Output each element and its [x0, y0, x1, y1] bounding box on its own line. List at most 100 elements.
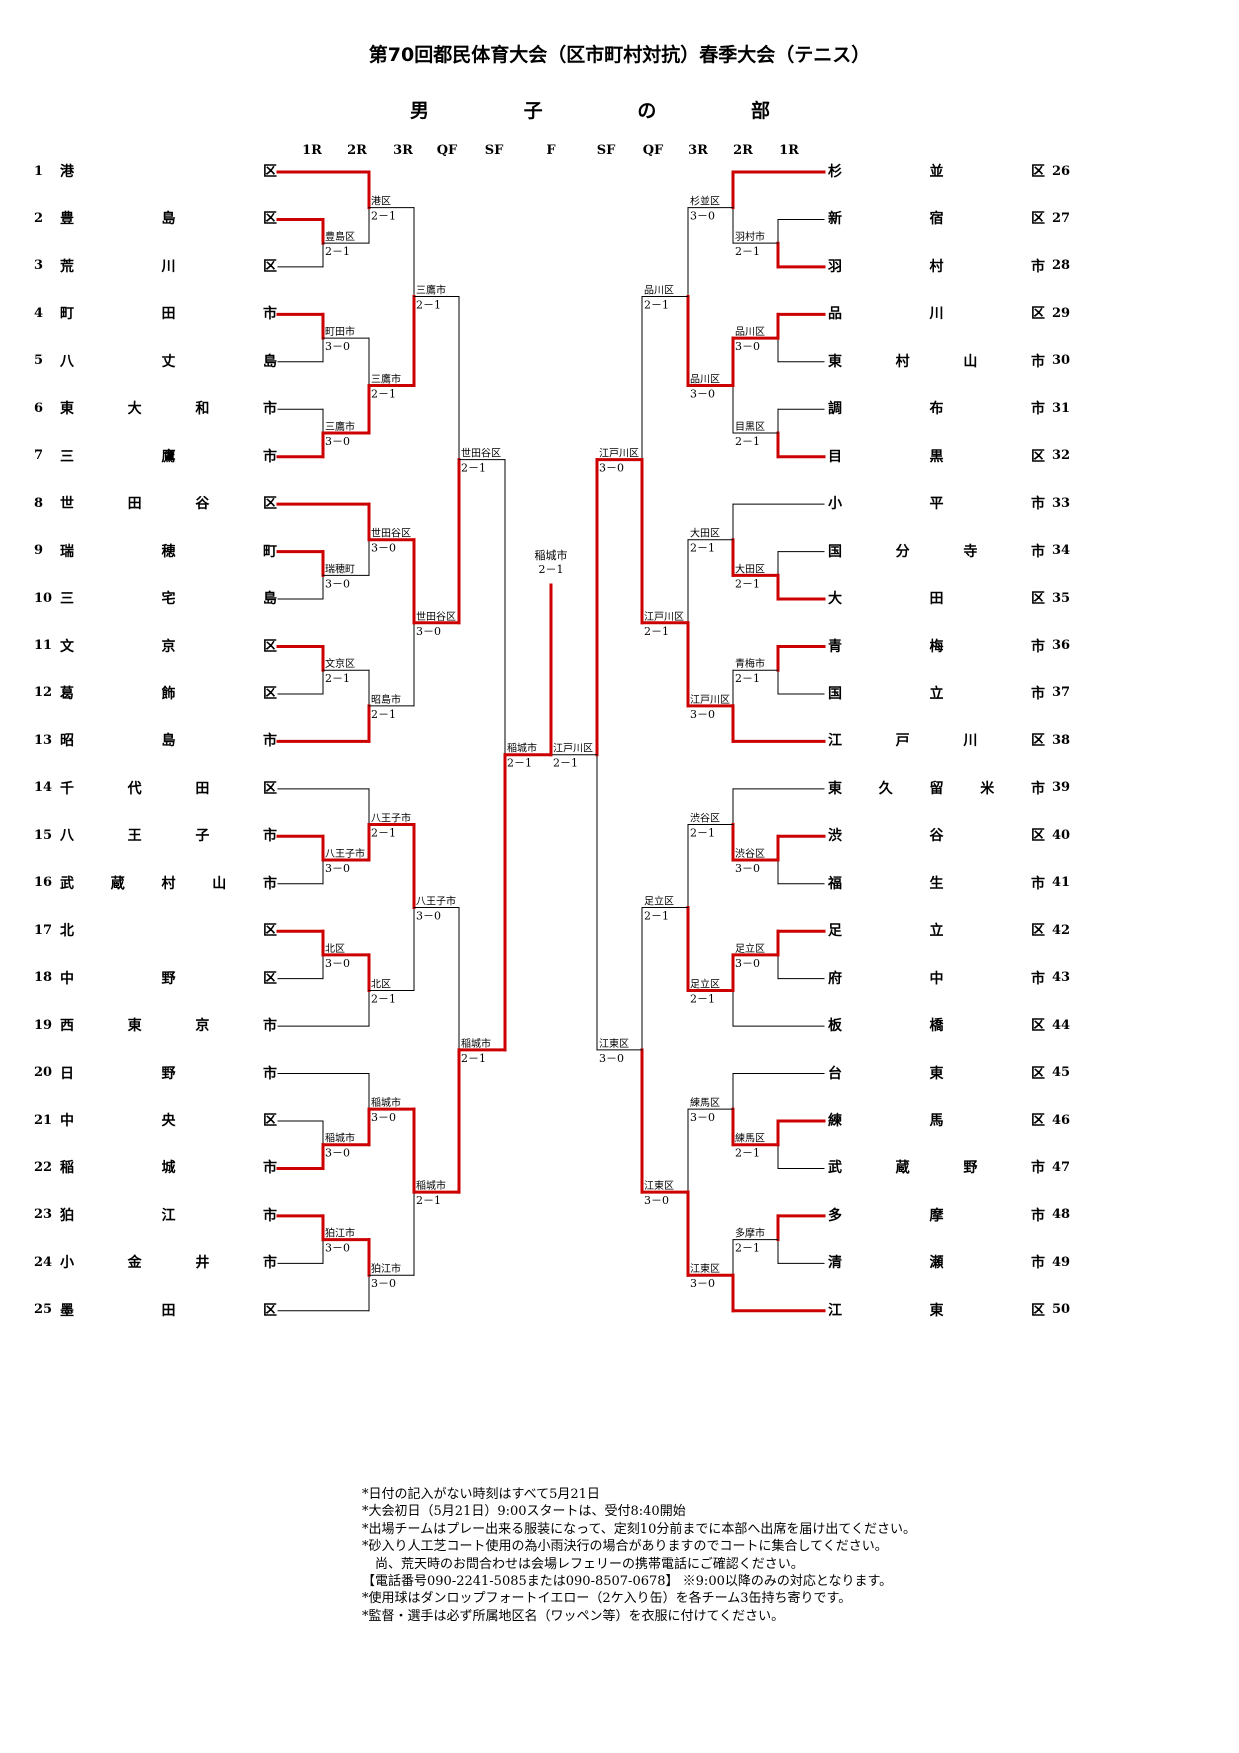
team-number: 30 [1052, 353, 1071, 369]
match-score: 2－1 [371, 993, 396, 1006]
match-score: 2－1 [735, 1147, 760, 1160]
match-winner-label: 品川区 [690, 374, 720, 386]
team-number: 29 [1052, 305, 1071, 321]
team-name: 八丈島 [60, 353, 277, 370]
match-winner-label: 品川区 [735, 326, 765, 338]
match-score: 2－1 [325, 245, 350, 258]
team-name: 町田市 [60, 306, 277, 323]
team-name: 国分寺市 [828, 543, 1045, 560]
match-score: 3－0 [325, 340, 350, 353]
note-line: *使用球はダンロップフォートイエロー（2ケ入り缶）を各チーム3缶持ち寄りです。 [362, 1591, 852, 1607]
team-number: 22 [34, 1159, 53, 1175]
team-number: 5 [34, 353, 44, 369]
champion-name: 稲城市 [534, 549, 568, 562]
round-header-right-qf: QF [642, 143, 664, 158]
match-score: 2－1 [507, 757, 532, 770]
match-score: 2－1 [735, 245, 760, 258]
match-winner-label: 江東区 [599, 1037, 629, 1050]
match-winner-label: 稲城市 [371, 1096, 401, 1109]
team-name: 荒川区 [60, 258, 277, 275]
match-winner-label: 瑞穂町 [325, 562, 355, 575]
team-name: 瑞穂町 [60, 543, 277, 560]
match-score: 2－1 [371, 708, 396, 721]
team-number: 31 [1052, 400, 1071, 416]
match-score: 2－1 [690, 993, 715, 1006]
team-name: 狛江市 [60, 1207, 277, 1224]
team-number: 36 [1052, 638, 1071, 653]
match-score: 3－0 [325, 957, 350, 970]
match-score: 2－1 [371, 826, 396, 839]
team-number: 7 [34, 448, 44, 464]
team-name: 稲城市 [60, 1160, 277, 1177]
match-score: 2－1 [735, 577, 760, 590]
match-winner-label: 北区 [325, 943, 345, 955]
match-score: 2－1 [690, 542, 715, 555]
team-number: 49 [1052, 1254, 1071, 1270]
match-score: 2－1 [371, 210, 396, 223]
match-score: 3－0 [416, 625, 441, 638]
match-score: 2－1 [735, 435, 760, 448]
team-number: 6 [34, 400, 44, 416]
match-winner-label: 三鷹市 [371, 373, 401, 386]
team-number: 27 [1052, 210, 1071, 226]
note-line: *大会初日（5月21日）9:00スタートは、受付8:40開始 [362, 1504, 686, 1520]
match-winner-label: 渋谷区 [735, 847, 765, 860]
team-number: 42 [1052, 922, 1071, 938]
team-name: 墨田区 [60, 1302, 277, 1319]
team-name: 青梅市 [828, 638, 1045, 655]
team-name: 東村山市 [828, 353, 1045, 370]
match-winner-label: 目黒区 [735, 421, 765, 433]
team-number: 33 [1052, 495, 1071, 511]
division-char: 子 [523, 100, 543, 122]
match-winner-label: 豊島区 [325, 230, 355, 243]
team-name: 板橋区 [828, 1018, 1045, 1035]
team-name: 江戸川区 [828, 733, 1045, 750]
team-number: 2 [34, 210, 44, 226]
note-line: 【電話番号090-2241-5085または090-8507-0678】 ※9:0… [362, 1574, 893, 1590]
note-line: *砂入り人工芝コート使用の為小雨決行の場合がありますのでコートに集合してください… [362, 1539, 888, 1555]
match-winner-label: 青梅市 [735, 657, 765, 670]
team-number: 50 [1052, 1302, 1071, 1318]
division-char: の [637, 100, 657, 122]
match-score: 2－1 [461, 462, 486, 475]
match-score: 3－0 [599, 462, 624, 475]
match-score: 3－0 [735, 862, 760, 875]
team-name: 中野区 [60, 970, 277, 987]
team-name: 東久留米市 [828, 780, 1045, 797]
match-score: 2－1 [644, 625, 669, 638]
match-winner-label: 江東区 [690, 1262, 720, 1275]
team-number: 44 [1052, 1017, 1071, 1033]
team-name: 八王子市 [60, 828, 277, 845]
match-winner-label: 足立区 [644, 894, 674, 907]
team-name: 千代田区 [60, 780, 277, 797]
team-number: 38 [1052, 732, 1071, 748]
team-number: 43 [1052, 970, 1071, 986]
match-winner-label: 狛江市 [371, 1262, 401, 1275]
match-score: 3－0 [371, 542, 396, 555]
round-header-right-1r: 1R [779, 143, 799, 158]
match-score: 3－0 [325, 435, 350, 448]
match-winner-label: 江戸川区 [690, 694, 730, 706]
match-score: 3－0 [735, 957, 760, 970]
match-winner-label: 多摩市 [735, 1227, 765, 1240]
team-number: 11 [34, 638, 53, 653]
match-score: 2－1 [416, 299, 441, 312]
team-name: 台東区 [828, 1065, 1045, 1082]
match-score: 2－1 [690, 826, 715, 839]
match-winner-label: 八王子市 [325, 847, 365, 860]
team-number: 35 [1052, 590, 1071, 606]
match-winner-label: 江戸川区 [553, 743, 593, 755]
match-score: 3－0 [735, 340, 760, 353]
team-number: 46 [1052, 1112, 1071, 1128]
match-score: 3－0 [690, 1111, 715, 1124]
match-winner-label: 江東区 [644, 1179, 674, 1192]
round-header-left-1r: 1R [302, 143, 322, 158]
round-header-left-qf: QF [436, 143, 458, 158]
match-score: 3－0 [325, 862, 350, 875]
team-name: 新宿区 [828, 211, 1045, 228]
team-name: 三宅島 [60, 591, 277, 608]
match-winner-label: 世田谷区 [371, 528, 411, 540]
division-char: 部 [750, 100, 770, 122]
match-winner-label: 世田谷区 [416, 611, 456, 623]
round-header-right-2r: 2R [733, 143, 753, 158]
